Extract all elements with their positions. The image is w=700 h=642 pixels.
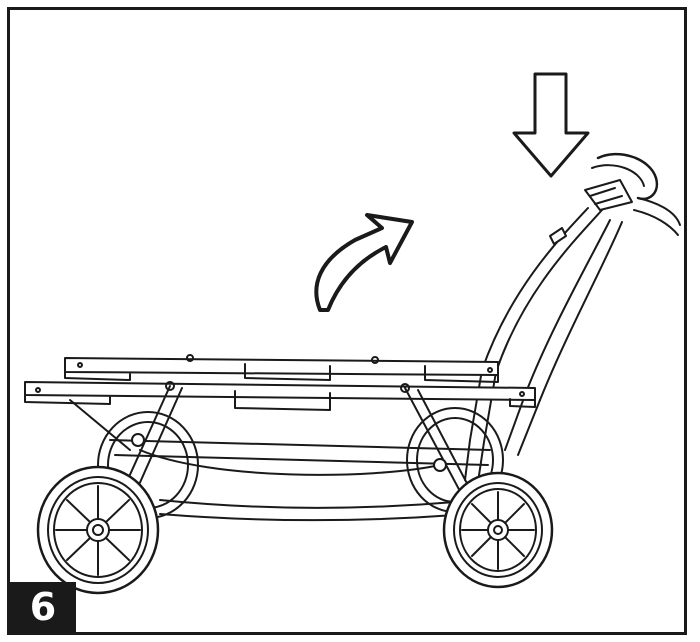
stroller-folding-illustration: [10, 72, 681, 632]
lower-frame: [24, 381, 536, 411]
step-number-badge: 6: [29, 585, 57, 629]
arrow-down-icon: [512, 72, 590, 178]
step-badge-bg: [10, 582, 76, 632]
front-wheel-right: [442, 471, 554, 589]
curved-arrow-icon: [314, 213, 414, 312]
illustration-frame: 6: [7, 7, 687, 635]
upper-frame: [64, 354, 499, 383]
front-wheel-left: [36, 465, 160, 595]
handlebar: [584, 152, 681, 236]
